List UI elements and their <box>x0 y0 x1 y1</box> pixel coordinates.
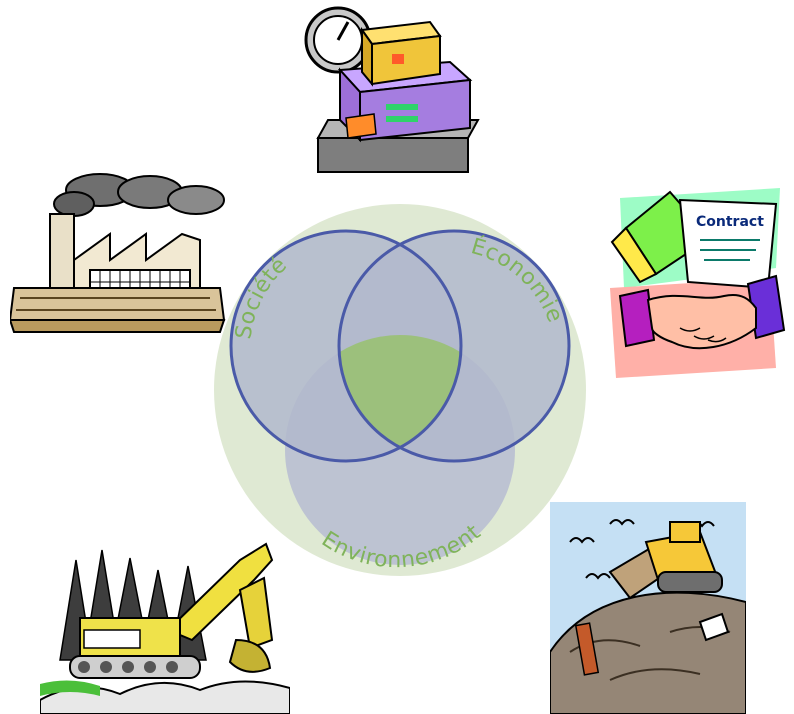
factory-icon <box>10 173 226 333</box>
bulldozer-landfill-icon <box>550 502 746 714</box>
venn-diagram: Société Économie Environnement <box>214 204 586 576</box>
contract-handshake-icon: Contract <box>610 188 786 378</box>
scale-with-package-icon <box>304 6 480 173</box>
contract-title: Contract <box>696 214 764 230</box>
excavator-forest-icon <box>40 542 290 714</box>
